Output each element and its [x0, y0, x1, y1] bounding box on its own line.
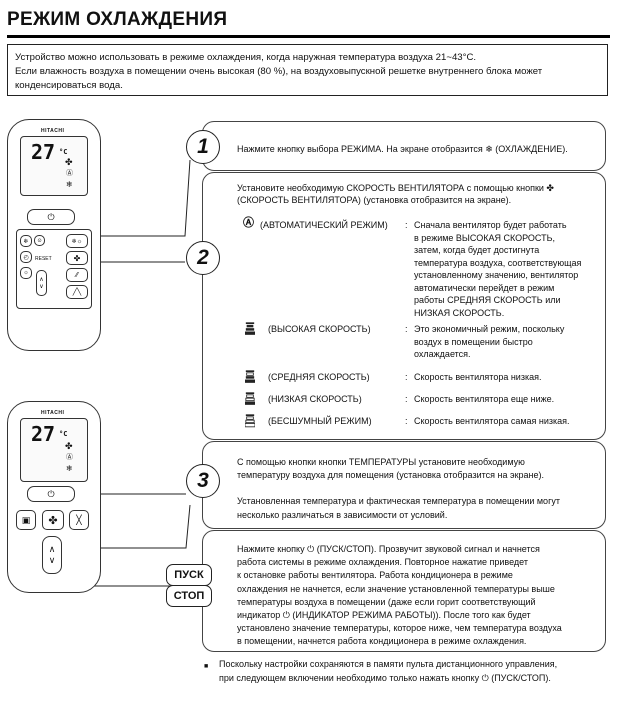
- mode-button[interactable]: ▣: [16, 510, 36, 530]
- medium-speed-icon: [245, 370, 255, 383]
- silent-mode-icon: [245, 414, 255, 428]
- swing-button[interactable]: ╳: [69, 510, 89, 530]
- fan-speed-button[interactable]: ✤: [42, 510, 64, 530]
- power-icon: ⏻: [47, 211, 55, 222]
- fan-speed-display-icon: ✤: [65, 157, 73, 167]
- timer-on-button[interactable]: ◴: [20, 251, 32, 263]
- intro-line-2: Если влажность воздуха в помещении очень…: [15, 66, 543, 77]
- heat-button[interactable]: ☼: [20, 267, 32, 279]
- reset-button[interactable]: ⊙: [34, 235, 45, 246]
- fan-speed-display-icon: ✤: [65, 441, 73, 451]
- medium-speed-label: (СРЕДНЯЯ СКОРОСТЬ): [268, 372, 370, 382]
- step-3-badge: 3: [186, 464, 220, 498]
- step-4-text: Нажмите кнопку ⏻ (ПУСК/СТОП). Прозвучит …: [237, 544, 562, 647]
- step-3-box: С помощью кнопки кнопки ТЕМПЕРАТУРЫ уста…: [202, 441, 606, 529]
- snowflake-display-icon: ❄: [66, 180, 73, 189]
- step-4-box: Нажмите кнопку ⏻ (ПУСК/СТОП). Прозвучит …: [202, 530, 606, 652]
- step-1-text: Нажмите кнопку выбора РЕЖИМА. На экране …: [237, 144, 568, 154]
- reset-label: RESET: [35, 256, 52, 262]
- button-panel: ❄ ◴ ☼ ⊙ RESET ∧∨ ❄☼ ✤ ⁄⁄ ╱╲: [16, 229, 92, 309]
- remote-display: 27 °C ✤ Ⓐ ❄: [20, 418, 88, 482]
- silent-mode-label: (БЕСШУМНЫЙ РЕЖИМ): [268, 416, 372, 426]
- title-divider: [7, 35, 610, 38]
- remote-control-1: HITACHI 27 °C ✤ Ⓐ ❄ ⏻ ❄ ◴ ☼ ⊙ RESET ∧∨ ❄…: [7, 119, 101, 351]
- step-2-badge: 2: [186, 241, 220, 275]
- brand-logo: HITACHI: [41, 128, 65, 134]
- remote-display: 27 °C ✤ Ⓐ ❄: [20, 136, 88, 196]
- colon: :: [405, 416, 408, 426]
- cooling-mode-button[interactable]: ❄: [20, 235, 32, 247]
- auto-fan-display-icon: Ⓐ: [66, 454, 73, 461]
- step-2-heading-1: Установите необходимую СКОРОСТЬ ВЕНТИЛЯТ…: [237, 183, 554, 193]
- power-button[interactable]: ⏻: [27, 486, 75, 502]
- temp-up-down-button[interactable]: ∧∨: [42, 536, 62, 574]
- temperature-unit: °C: [59, 148, 68, 156]
- step-2-heading-2: (СКОРОСТЬ ВЕНТИЛЯТОРА) (установка отобра…: [237, 195, 512, 205]
- temperature-readout: 27: [31, 140, 56, 164]
- note-line-2: при следующем включении необходимо тольк…: [219, 673, 551, 683]
- fan-speed-button[interactable]: ✤: [66, 251, 88, 265]
- high-speed-icon: [245, 322, 255, 335]
- high-speed-label: (ВЫСОКАЯ СКОРОСТЬ): [268, 324, 371, 334]
- page-title: РЕЖИМ ОХЛАЖДЕНИЯ: [7, 9, 228, 30]
- intro-line-3: конденсироваться вода.: [15, 80, 123, 91]
- low-speed-desc: Скорость вентилятора еще ниже.: [414, 394, 555, 404]
- start-button-label: ПУСК: [166, 564, 212, 586]
- colon: :: [405, 220, 408, 230]
- auto-fan-display-icon: Ⓐ: [66, 170, 73, 177]
- silent-mode-desc: Скорость вентилятора самая низкая.: [414, 416, 570, 426]
- colon: :: [405, 324, 408, 334]
- step-3-para-1: С помощью кнопки кнопки ТЕМПЕРАТУРЫ уста…: [237, 457, 544, 481]
- stop-button-label: СТОП: [166, 585, 212, 607]
- mode-button[interactable]: ❄☼: [66, 234, 88, 248]
- remote-control-2: HITACHI 27 °C ✤ Ⓐ ❄ ⏻ ▣ ✤ ╳ ∧∨: [7, 401, 101, 593]
- swing-button[interactable]: ⁄⁄: [66, 268, 88, 282]
- colon: :: [405, 394, 408, 404]
- low-speed-icon: [245, 392, 255, 405]
- auto-fan-icon: Ⓐ: [243, 217, 254, 229]
- temp-up-down-button[interactable]: ∧∨: [36, 270, 47, 296]
- brand-logo: HITACHI: [41, 410, 65, 416]
- medium-speed-desc: Скорость вентилятора низкая.: [414, 372, 542, 382]
- temperature-readout: 27: [31, 422, 56, 446]
- step-1-box: Нажмите кнопку выбора РЕЖИМА. На экране …: [202, 121, 606, 171]
- step-1-badge: 1: [186, 130, 220, 164]
- louver-button[interactable]: ╱╲: [66, 285, 88, 299]
- intro-box: Устройство можно использовать в режиме о…: [7, 44, 608, 96]
- power-icon: ⏻: [47, 488, 55, 499]
- intro-line-1: Устройство можно использовать в режиме о…: [15, 52, 477, 63]
- auto-mode-label: (АВТОМАТИЧЕСКИЙ РЕЖИМ): [260, 220, 388, 230]
- temperature-unit: °C: [59, 430, 68, 438]
- low-speed-label: (НИЗКАЯ СКОРОСТЬ): [268, 394, 362, 404]
- power-button[interactable]: ⏻: [27, 209, 75, 225]
- note-bullet: ■: [204, 663, 209, 670]
- step-3-para-2: Установленная температура и фактическая …: [237, 496, 560, 520]
- snowflake-display-icon: ❄: [66, 464, 73, 473]
- colon: :: [405, 372, 408, 382]
- note-line-1: Поскольку настройки сохраняются в памяти…: [219, 659, 558, 669]
- step-2-box: Установите необходимую СКОРОСТЬ ВЕНТИЛЯТ…: [202, 172, 606, 440]
